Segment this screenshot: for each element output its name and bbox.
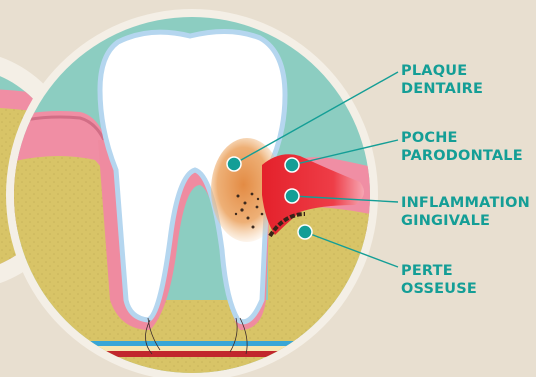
marker-plaque-dot-marker-icon — [227, 157, 241, 171]
label-poche-line-2: PARODONTALE — [401, 147, 523, 165]
label-inflammation-line-2: GINGIVALE — [401, 212, 530, 230]
label-inflammation: INFLAMMATION GINGIVALE — [401, 194, 530, 230]
label-perte-line-2: OSSEUSE — [401, 280, 477, 298]
marker-inflammation-dot-marker-icon — [285, 189, 299, 203]
label-plaque: PLAQUE DENTAIRE — [401, 62, 483, 98]
marker-perte-dot-marker-icon — [298, 225, 312, 239]
label-poche-line-1: POCHE — [401, 129, 523, 147]
label-poche: POCHE PARODONTALE — [401, 129, 523, 165]
nerve-red — [0, 351, 400, 357]
label-perte: PERTE OSSEUSE — [401, 262, 477, 298]
nerve-blue — [0, 341, 400, 346]
label-plaque-line-2: DENTAIRE — [401, 80, 483, 98]
marker-poche-dot-marker-icon — [285, 158, 299, 172]
label-perte-line-1: PERTE — [401, 262, 477, 280]
label-inflammation-line-1: INFLAMMATION — [401, 194, 530, 212]
label-plaque-line-1: PLAQUE — [401, 62, 483, 80]
